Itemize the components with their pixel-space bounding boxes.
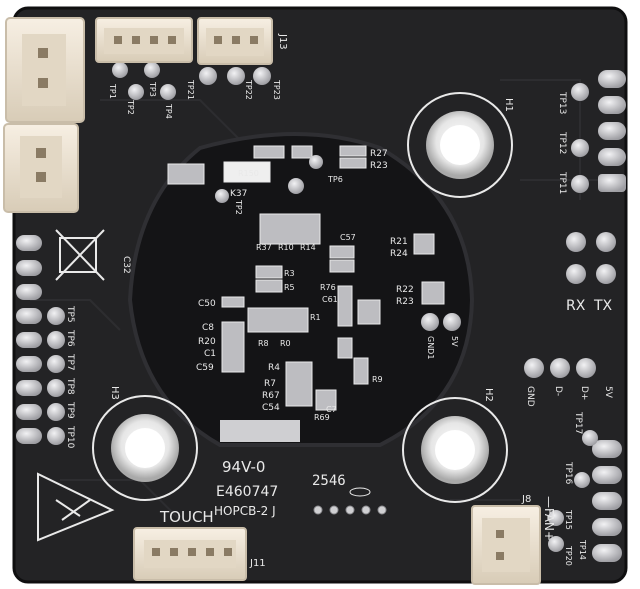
- tp-right-1: TP13: [557, 91, 567, 114]
- tp-left-2: TP6: [65, 329, 75, 347]
- fan-label: —FAN+: [542, 496, 556, 541]
- connector-left-bottom: [3, 123, 79, 213]
- mount-hole-h3: [92, 395, 198, 501]
- connector-top-4pin: [95, 17, 193, 63]
- ref-r14: R14: [300, 243, 316, 252]
- ref-c7: C7: [326, 405, 337, 414]
- j13-label: J13: [277, 33, 288, 50]
- tp-left-3: TP7: [65, 353, 75, 371]
- tp-left-4: TP8: [65, 377, 75, 395]
- weee-bin-icon: [55, 229, 105, 281]
- ref-r20: R20: [198, 337, 216, 347]
- tp-top-2: TP2: [126, 99, 135, 115]
- ref-r9: R9: [372, 375, 383, 384]
- date-code-label: 2546: [312, 473, 346, 489]
- ref-c54: C54: [262, 403, 280, 413]
- bottom-vias: [313, 487, 387, 515]
- 5v-label: 5V: [603, 386, 613, 399]
- ref-r1: R1: [310, 313, 321, 322]
- ref-c59: C59: [196, 363, 214, 373]
- ref-c8: C8: [202, 323, 214, 333]
- connector-top-3pin: [197, 17, 273, 65]
- left-tp-pads: [47, 307, 65, 445]
- gnd1-label: GND1: [426, 336, 435, 359]
- tp-br-5: TP20: [564, 545, 573, 566]
- connector-touch-j11: [133, 527, 247, 581]
- dplus-label: D+: [579, 386, 589, 400]
- h3-label: H3: [109, 386, 120, 400]
- h1-label: H1: [503, 98, 514, 112]
- center-dome: [127, 132, 475, 447]
- tp-right-2: TP12: [557, 131, 567, 154]
- tp-top-3: TP3: [148, 81, 157, 97]
- dminus-label: D-: [553, 386, 563, 396]
- ref-r150: R150: [238, 169, 259, 178]
- connector-fan-j8: [471, 505, 541, 585]
- right-tp-pads: [421, 83, 616, 552]
- ref-r69: R69: [314, 413, 330, 422]
- tp-left-1: TP5: [65, 305, 75, 323]
- gnd-label: GND: [525, 386, 535, 407]
- tp-left-5: TP9: [65, 401, 75, 419]
- silkscreen-text: 94V-0 E460747 HOPCB-2 J 2546 TOUCH J11 —…: [65, 33, 613, 569]
- j11-label: J11: [249, 558, 266, 569]
- ref-r10: R10: [278, 243, 294, 252]
- ul-number-label: E460747: [216, 484, 278, 500]
- connector-left-top: [5, 17, 85, 123]
- tp-left-6: TP10: [65, 425, 75, 449]
- tp-top-5: TP21: [186, 79, 195, 100]
- left-edge-pads: [16, 235, 42, 444]
- ref-r21: R21: [390, 237, 408, 247]
- mount-hole-h1: [407, 92, 513, 198]
- tp-top-6: TP22: [244, 79, 253, 100]
- ref-r76: R76: [320, 283, 336, 292]
- sv-label: 5V: [450, 336, 459, 347]
- ref-r5: R5: [284, 283, 295, 292]
- tp-top-7: TP23: [272, 79, 281, 100]
- tp-top-1: TP1: [108, 83, 117, 99]
- pcb-edge-shade: [12, 6, 628, 584]
- part-number-label: HOPCB-2 J: [214, 504, 276, 518]
- ref-r3: R3: [284, 269, 295, 278]
- ref-c61: C61: [322, 295, 338, 304]
- mount-hole-h2: [402, 397, 508, 503]
- ref-c50: C50: [198, 299, 216, 309]
- top-tp-pads: [112, 62, 323, 203]
- rx-label: RX: [566, 298, 586, 314]
- fr4-grade-label: 94V-0: [222, 458, 265, 476]
- j8-label: J8: [521, 494, 531, 505]
- ref-r23b: R23: [396, 297, 414, 307]
- h2-label: H2: [483, 388, 494, 402]
- touch-label: TOUCH: [159, 508, 214, 526]
- ref-c57: C57: [340, 233, 356, 242]
- ref-r37: R37: [256, 243, 272, 252]
- tp-top-4: TP4: [164, 103, 173, 119]
- smd-components: [167, 145, 445, 411]
- ref-r7: R7: [264, 379, 276, 389]
- ref-r22: R22: [396, 285, 414, 295]
- ref-k37: K37: [230, 189, 247, 199]
- tx-label: TX: [593, 298, 613, 314]
- ref-tp6-center: TP6: [327, 175, 343, 184]
- tp-br-4: TP14: [578, 539, 587, 560]
- esd-warning-icon: [37, 472, 115, 542]
- tp-br-3: TP15: [564, 509, 573, 530]
- tp-right-3: TP11: [557, 171, 567, 194]
- ref-c1: C1: [204, 349, 216, 359]
- ref-r23a: R23: [370, 161, 388, 171]
- ref-r24: R24: [390, 249, 408, 259]
- ref-r27: R27: [370, 149, 388, 159]
- tp-br-1: TP17: [573, 411, 583, 434]
- tp-br-2: TP16: [563, 461, 573, 485]
- ref-r0: R0: [280, 339, 291, 348]
- ref-r8: R8: [258, 339, 269, 348]
- ref-r4: R4: [268, 363, 280, 373]
- ref-tp2-center: TP2: [234, 199, 243, 215]
- ref-c32: C32: [121, 256, 131, 274]
- right-edge-pads: [592, 70, 626, 562]
- ref-r67: R67: [262, 391, 280, 401]
